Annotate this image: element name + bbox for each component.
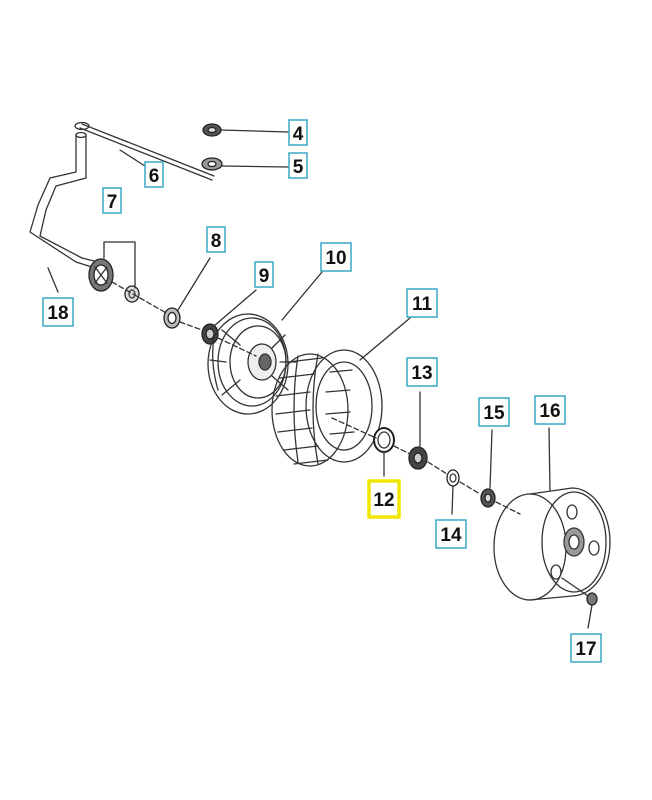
callout-16-label: 16	[539, 401, 560, 422]
part-washer-8	[163, 307, 181, 329]
part-bent-axle	[29, 131, 99, 269]
callout-11-label: 11	[412, 294, 433, 315]
part-ring-12	[373, 427, 395, 453]
callout-6: 6	[144, 161, 164, 188]
callout-14-label: 14	[440, 525, 462, 546]
callout-4-label: 4	[293, 124, 304, 145]
callout-9-label: 9	[259, 266, 270, 287]
part-wheel-cover-16	[493, 487, 611, 601]
callout-11: 11	[406, 288, 438, 318]
callout-15: 15	[478, 397, 510, 427]
part-tire-11	[271, 349, 383, 467]
callout-12: 12	[367, 479, 401, 519]
callout-17-label: 17	[575, 639, 596, 660]
callout-15-label: 15	[483, 403, 505, 424]
callout-5-label: 5	[293, 157, 304, 178]
callout-9: 9	[254, 261, 274, 288]
callout-10-label: 10	[325, 248, 346, 269]
callout-12-label: 12	[373, 490, 394, 511]
callout-5: 5	[288, 152, 308, 179]
part-nut-15	[480, 488, 496, 508]
callout-16: 16	[534, 395, 566, 425]
callout-18: 18	[42, 297, 74, 327]
part-spacer	[124, 285, 140, 303]
callout-17: 17	[570, 633, 602, 663]
part-washer-14	[446, 469, 460, 487]
callout-10: 10	[320, 242, 352, 272]
callout-14: 14	[435, 519, 467, 549]
callout-8-label: 8	[211, 231, 222, 252]
part-hub-cover-10	[207, 313, 297, 415]
part-nut-4	[202, 123, 289, 137]
part-rod	[74, 121, 215, 181]
part-hub-gear	[88, 258, 114, 292]
callout-8: 8	[206, 226, 226, 253]
callout-4: 4	[288, 119, 308, 146]
callout-7: 7	[102, 187, 122, 214]
callout-6-label: 6	[149, 166, 160, 187]
part-bearing-13	[408, 446, 428, 470]
callout-13-label: 13	[411, 363, 432, 384]
callout-13: 13	[406, 357, 438, 387]
callout-18-label: 18	[47, 303, 68, 324]
callout-7-label: 7	[107, 192, 118, 213]
part-washer-5	[201, 157, 289, 171]
